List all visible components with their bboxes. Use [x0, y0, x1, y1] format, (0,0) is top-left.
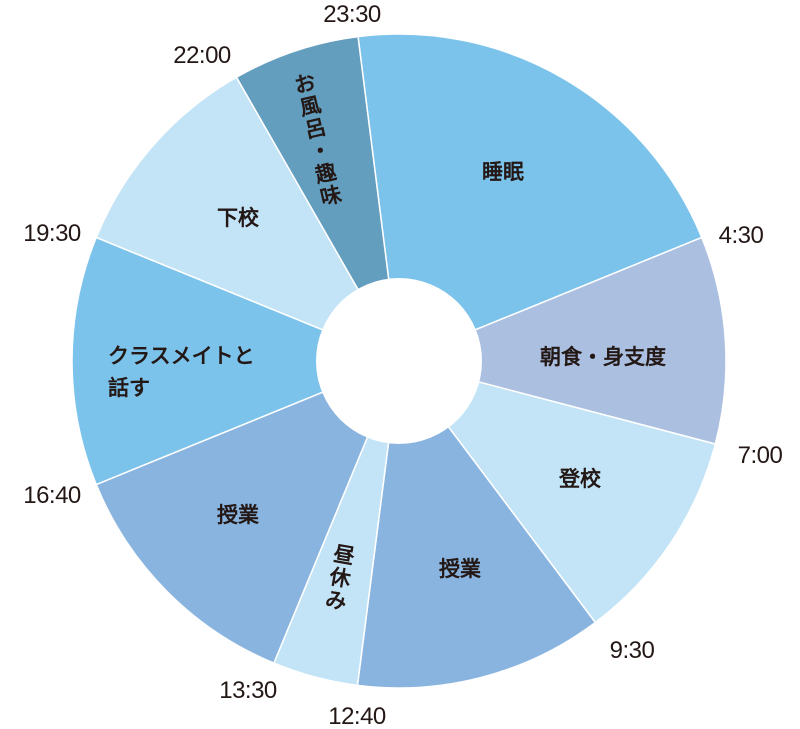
time-label: 4:30 [719, 222, 764, 249]
time-label: 19:30 [23, 220, 81, 247]
segment-1 [396, 236, 727, 445]
time-label: 23:30 [323, 1, 381, 28]
segment-0 [357, 33, 703, 363]
time-label: 7:00 [738, 442, 783, 469]
segment-7 [95, 76, 401, 363]
segment-8 [235, 35, 400, 362]
segment-label: 昼休み [324, 542, 357, 615]
donut-center-hole [316, 278, 482, 444]
segment-label: 睡眠 [482, 160, 524, 184]
segment-5 [95, 359, 401, 665]
svg-text:み: み [324, 587, 349, 614]
time-label: 16:40 [23, 482, 81, 509]
segment-2 [397, 359, 717, 624]
time-label: 12:40 [328, 703, 386, 729]
time-labels: 23:30 4:30 7:00 9:30 12:40 13:30 16:40 19:30 22:… [23, 1, 783, 729]
segment-label: 話す [108, 376, 150, 400]
chart-segments [71, 33, 727, 689]
time-label: 13:30 [219, 677, 277, 704]
segment-label: 下校 [217, 206, 260, 230]
segment-label: 授業 [217, 503, 260, 527]
svg-text:昼: 昼 [332, 542, 357, 569]
segment-6 [71, 236, 401, 486]
segment-label: クラスメイトと [108, 344, 255, 368]
segment-label: 朝食・身支度 [540, 345, 666, 369]
svg-text:休: 休 [327, 564, 354, 592]
time-label: 9:30 [610, 637, 655, 664]
time-label: 22:00 [173, 42, 231, 69]
segment-3 [356, 359, 597, 689]
segment-label: 授業 [439, 557, 482, 581]
segment-label: 登校 [558, 467, 602, 491]
